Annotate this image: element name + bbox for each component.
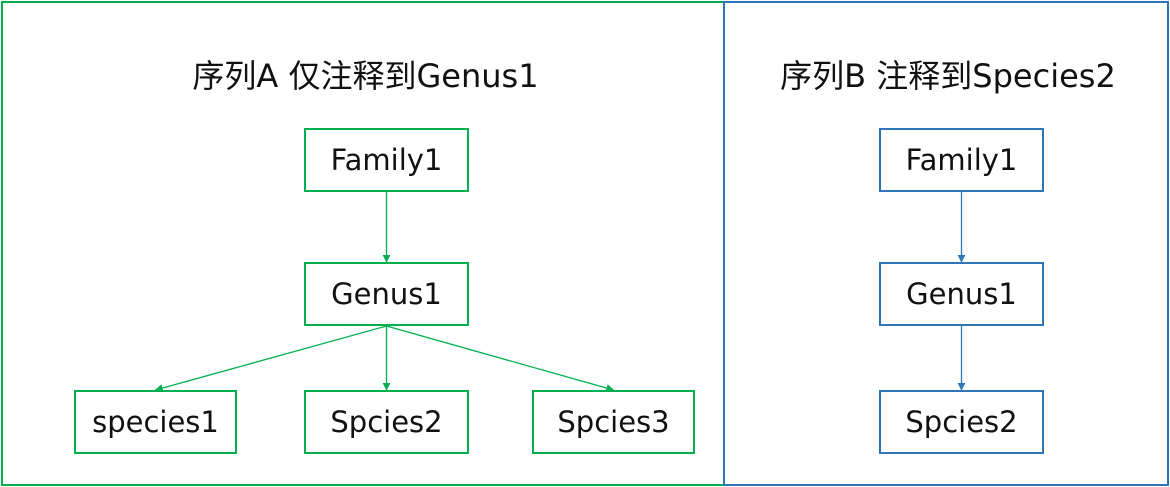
node-a-family1: Family1 [304,128,469,192]
edge-a-genus1-to-a-species1 [154,325,387,392]
panel-a-title: 序列A 仅注释到Genus1 [192,57,539,95]
node-a-genus1: Genus1 [304,262,469,326]
node-a-species1: species1 [74,390,237,454]
edge-a-genus1-to-a-spcies3 [386,325,615,392]
node-a-spcies2: Spcies2 [304,390,469,454]
node-b-family1: Family1 [879,128,1044,192]
node-a-spcies3: Spcies3 [532,390,695,454]
node-b-spcies2: Spcies2 [879,390,1044,454]
panel-b-title: 序列B 注释到Species2 [780,57,1116,95]
node-b-genus1: Genus1 [879,262,1044,326]
